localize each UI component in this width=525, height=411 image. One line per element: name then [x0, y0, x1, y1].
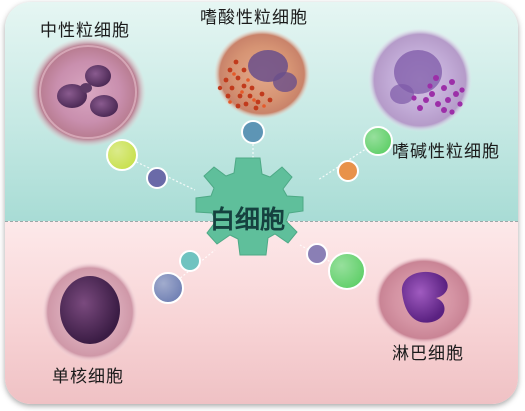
label-eosinophil: 嗜酸性粒细胞	[200, 8, 308, 28]
connector-dot-green-top-right	[363, 126, 393, 156]
label-monocyte: 单核细胞	[52, 367, 124, 387]
center-gear-shape	[195, 157, 304, 256]
label-basophil: 嗜碱性粒细胞	[392, 142, 500, 162]
neutrophil-cell-image	[30, 37, 146, 147]
monocyte-cell-image	[42, 262, 138, 362]
connector-dot-steel-blue-top	[241, 120, 265, 144]
connector-dot-lime-top-left	[106, 139, 138, 171]
label-lymphocyte: 淋巴细胞	[392, 344, 464, 364]
basophil-cell-image	[368, 28, 472, 132]
connector-dot-orange-top-right	[337, 160, 359, 182]
connector-dot-green-bottom-right	[328, 252, 366, 290]
eosinophil-cell-image	[214, 29, 310, 119]
connector-dot-teal-bottom-left	[179, 250, 201, 272]
label-neutrophil: 中性粒细胞	[40, 21, 130, 41]
connector-dot-slate-bottom-left	[152, 272, 184, 304]
connector-dot-purple-top-left	[146, 167, 168, 189]
lymphocyte-cell-image	[374, 256, 474, 344]
center-label-white-blood-cell: 白细胞	[210, 205, 286, 234]
connector-dot-lavender-bottom-right	[306, 243, 328, 265]
